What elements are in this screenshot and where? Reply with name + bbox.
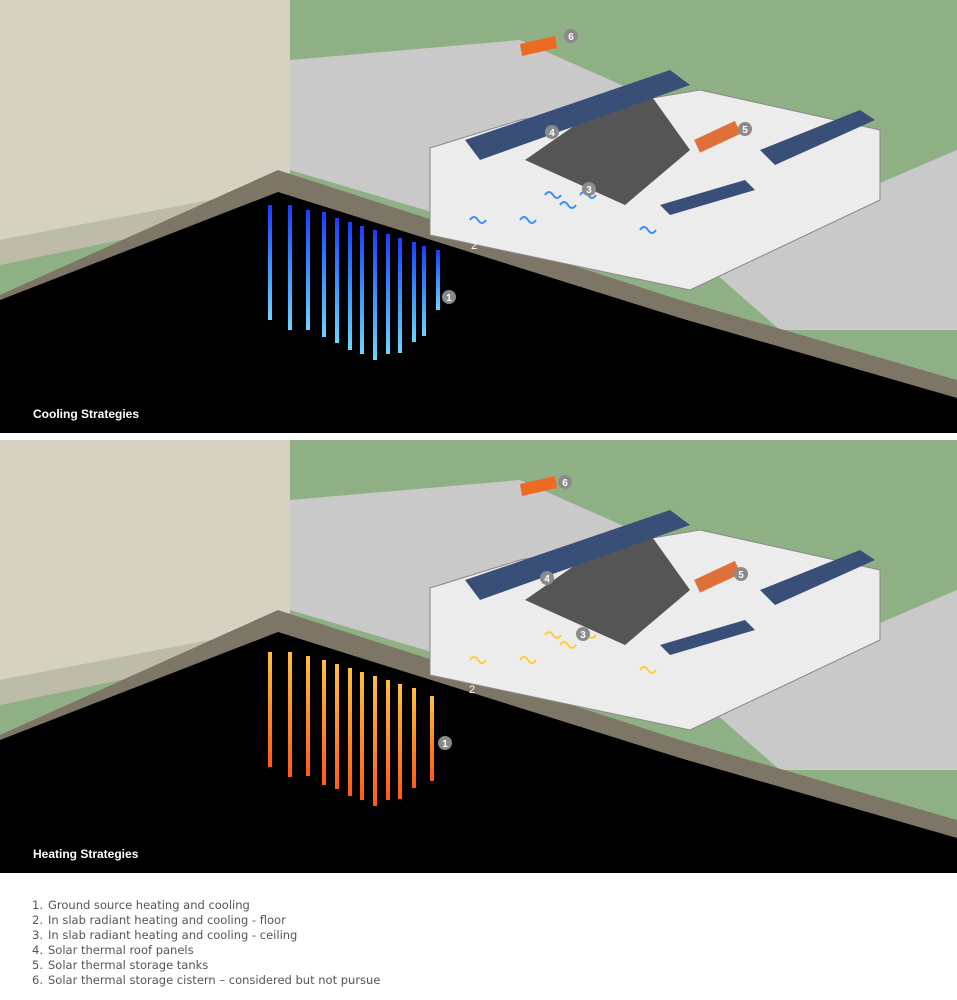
earth-section	[0, 192, 957, 433]
geothermal-wells	[268, 652, 434, 806]
heating-panel: 1 2 3 4 5 6 Heating Strategies	[0, 440, 957, 873]
svg-text:3: 3	[580, 630, 586, 641]
geothermal-wells	[268, 205, 440, 360]
svg-text:6: 6	[568, 32, 574, 43]
badge-2: 2	[471, 240, 477, 252]
panel-title-cooling: Cooling Strategies	[33, 407, 140, 421]
svg-text:5: 5	[742, 125, 748, 136]
badge-4: 4	[540, 571, 554, 585]
earth-section	[0, 632, 957, 873]
cistern-tank	[520, 476, 557, 496]
building-section	[429, 70, 881, 291]
badge-4: 4	[545, 125, 559, 139]
legend-item: 1.Ground source heating and cooling	[32, 898, 250, 912]
legend-item: 6.Solar thermal storage cistern – consid…	[32, 973, 381, 987]
badge-5: 5	[738, 122, 752, 136]
svg-text:4: 4	[549, 128, 555, 139]
cooling-panel: 1 2 3 4 5 6 Cooling Strategies	[0, 0, 957, 433]
legend-item: 2.In slab radiant heating and cooling - …	[32, 913, 286, 927]
svg-text:2: 2	[469, 684, 475, 696]
svg-text:1: 1	[442, 739, 448, 750]
badge-5: 5	[734, 567, 748, 581]
panel-title-heating: Heating Strategies	[33, 847, 139, 861]
legend-list: 1.Ground source heating and cooling 2.In…	[32, 898, 380, 988]
svg-text:2: 2	[471, 240, 477, 252]
neighbor-building	[0, 440, 290, 680]
svg-text:3: 3	[586, 185, 592, 196]
legend-item: 5.Solar thermal storage tanks	[32, 958, 209, 972]
cooling-diagram: 1 2 3 4 5 6	[0, 0, 957, 433]
badge-6: 6	[564, 29, 578, 43]
badge-1: 1	[438, 736, 452, 750]
parking-lot-east	[700, 150, 957, 330]
badge-6: 6	[558, 475, 572, 489]
svg-text:4: 4	[544, 574, 550, 585]
badge-3: 3	[576, 627, 590, 641]
parking-lot-east	[700, 590, 957, 770]
neighbor-building	[0, 0, 290, 240]
svg-text:5: 5	[738, 570, 744, 581]
legend-item: 4.Solar thermal roof panels	[32, 943, 194, 957]
badge-1: 1	[442, 290, 456, 304]
badge-3: 3	[582, 182, 596, 196]
svg-text:1: 1	[446, 293, 452, 304]
legend-item: 3.In slab radiant heating and cooling - …	[32, 928, 298, 942]
badge-2: 2	[469, 684, 475, 696]
heating-diagram: 1 2 3 4 5 6	[0, 440, 957, 873]
svg-text:6: 6	[562, 478, 568, 489]
cistern-tank	[520, 36, 557, 56]
